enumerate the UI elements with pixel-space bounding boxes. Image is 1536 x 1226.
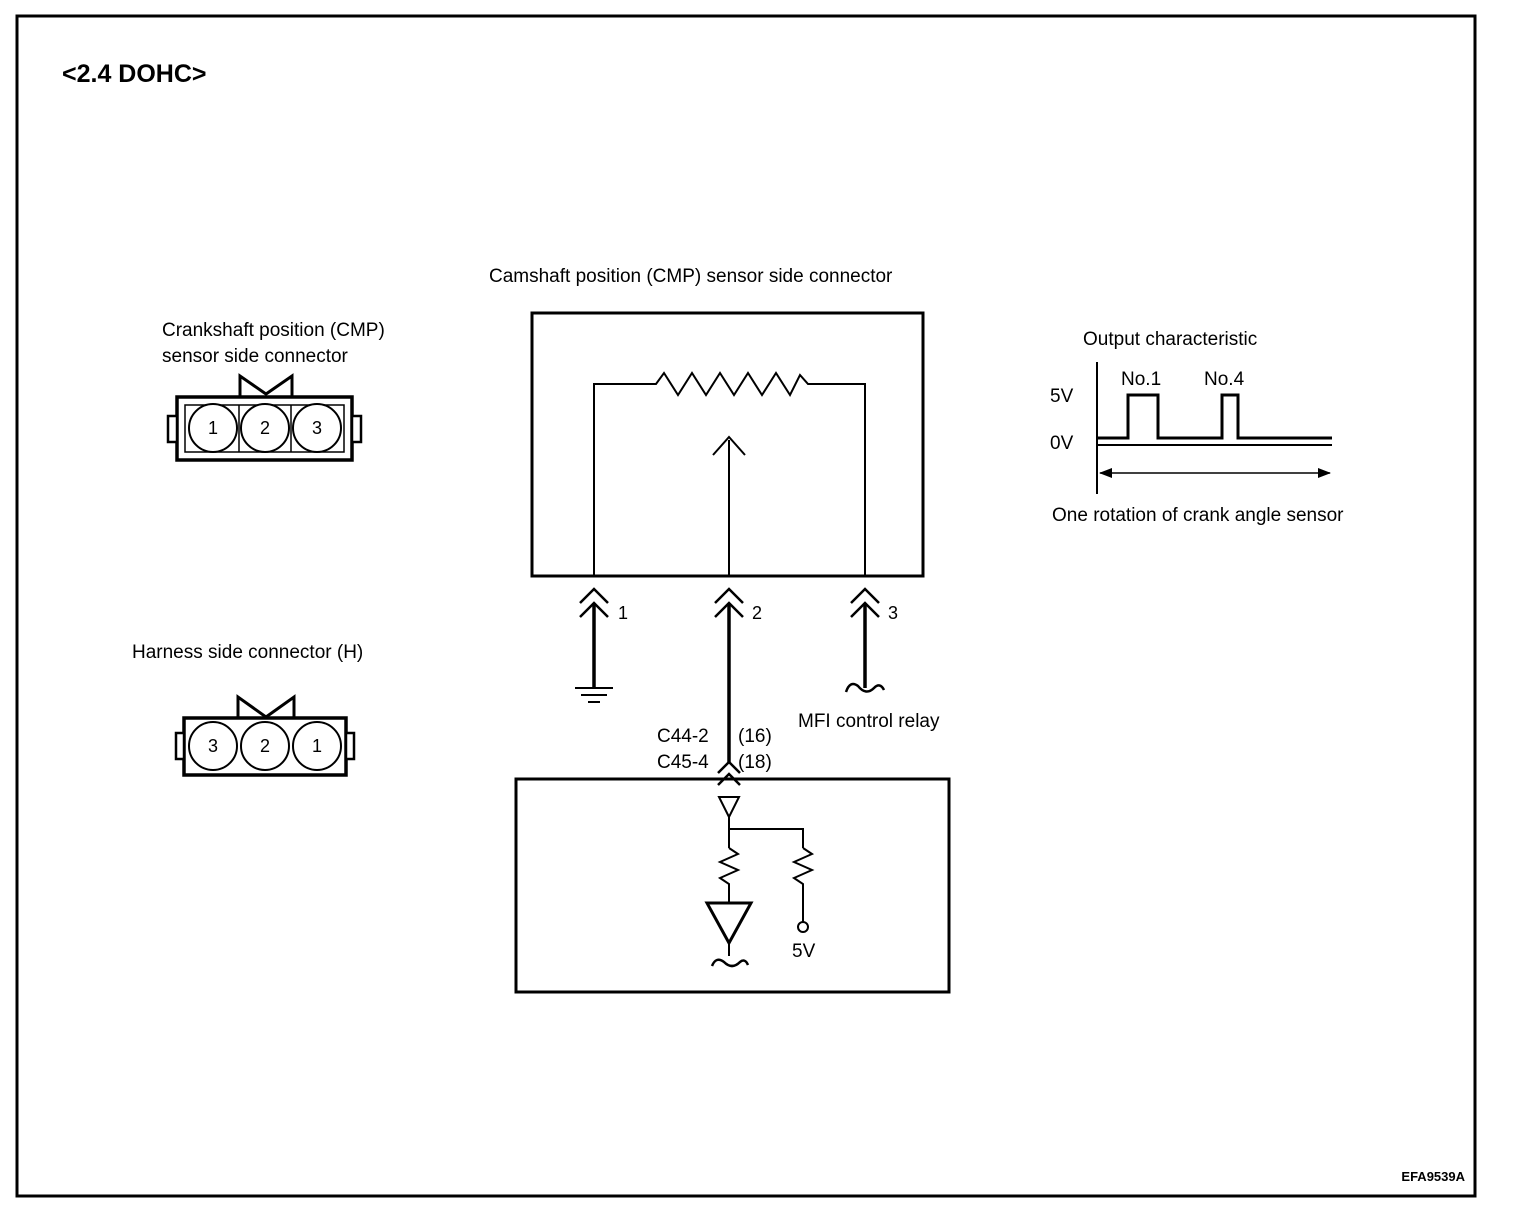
output-title: Output characteristic — [1083, 329, 1257, 350]
wire — [729, 828, 804, 848]
connector-pin — [292, 403, 342, 453]
relay-label: MFI control relay — [798, 711, 940, 732]
terminal-chevron — [717, 772, 741, 786]
resistor-symbol — [593, 371, 866, 576]
terminal-chevron — [579, 587, 609, 604]
connector-side-tab-right — [344, 731, 356, 761]
sensor-box — [530, 311, 925, 578]
crankshaft-connector-label-2: sensor side connector — [162, 346, 349, 367]
connector-side-tab-left — [166, 414, 179, 444]
ecm-pin-1: (16) — [738, 726, 772, 747]
pin-label: 2 — [260, 736, 270, 756]
ecm-unit: 5V — [514, 760, 951, 994]
comparator-icon — [704, 901, 754, 947]
connector-pin — [188, 403, 238, 453]
harness-connector-label: Harness side connector (H) — [132, 642, 363, 663]
pin-label: 2 — [260, 418, 270, 438]
crankshaft-connector-label-1: Crankshaft position (CMP) — [162, 320, 385, 341]
supply-terminal-icon — [797, 921, 809, 933]
buffer-icon — [717, 796, 741, 820]
terminal-chevron — [717, 760, 741, 774]
ecm-connector-2: C45-4 — [657, 752, 709, 773]
crankshaft-connector: Crankshaft position (CMP) sensor side co… — [162, 320, 385, 462]
connector-pin — [240, 403, 290, 453]
pin-label: 3 — [312, 418, 322, 438]
connector-pin — [188, 721, 238, 771]
connector-pin — [240, 721, 290, 771]
figure-code: EFA9539A — [1401, 1169, 1465, 1184]
connector-latch — [236, 694, 296, 719]
resistor-symbol — [717, 847, 741, 902]
terminal-chevron — [714, 587, 744, 604]
harness-connector: Harness side connector (H) 3 2 1 — [132, 642, 363, 777]
pulse-waveform — [1097, 393, 1332, 440]
pin-label: 1 — [208, 418, 218, 438]
terminal-label: 2 — [752, 603, 762, 623]
pullup-resistor-symbol — [791, 847, 815, 922]
ecm-connector-1: C44-2 — [657, 726, 709, 747]
connector-side-tab-left — [174, 731, 186, 761]
output-high-label: 5V — [1050, 386, 1074, 407]
connector-side-tab-right — [350, 414, 363, 444]
ecm-connector-labels: C44-2 (16) C45-4 (18) — [657, 726, 772, 773]
ecm-pin-2: (18) — [738, 752, 772, 773]
output-caption: One rotation of crank angle sensor — [1052, 505, 1344, 526]
pulse-label-1: No.1 — [1121, 369, 1161, 390]
supply-voltage-label: 5V — [792, 941, 816, 962]
connector-pin — [292, 721, 342, 771]
relay-supply-icon — [844, 682, 886, 693]
pin-label: 1 — [312, 736, 322, 756]
camshaft-sensor-label: Camshaft position (CMP) sensor side conn… — [489, 266, 893, 287]
camshaft-sensor: Camshaft position (CMP) sensor side conn… — [489, 266, 940, 762]
output-low-label: 0V — [1050, 433, 1074, 454]
wiper-arrow — [712, 435, 746, 456]
terminal-label: 3 — [888, 603, 898, 623]
outer-frame — [15, 14, 1477, 1198]
ground-wave-icon — [710, 958, 750, 968]
output-characteristic: Output characteristic 5V 0V No.1 No.4 On… — [1050, 329, 1344, 526]
terminal-label: 1 — [618, 603, 628, 623]
connector-latch — [238, 373, 294, 397]
page-title: <2.4 DOHC> — [62, 60, 207, 88]
arrow-right-icon — [1318, 468, 1331, 478]
terminal-chevron — [850, 587, 880, 604]
pin-label: 3 — [208, 736, 218, 756]
arrow-left-icon — [1099, 468, 1112, 478]
pulse-label-2: No.4 — [1204, 369, 1245, 390]
